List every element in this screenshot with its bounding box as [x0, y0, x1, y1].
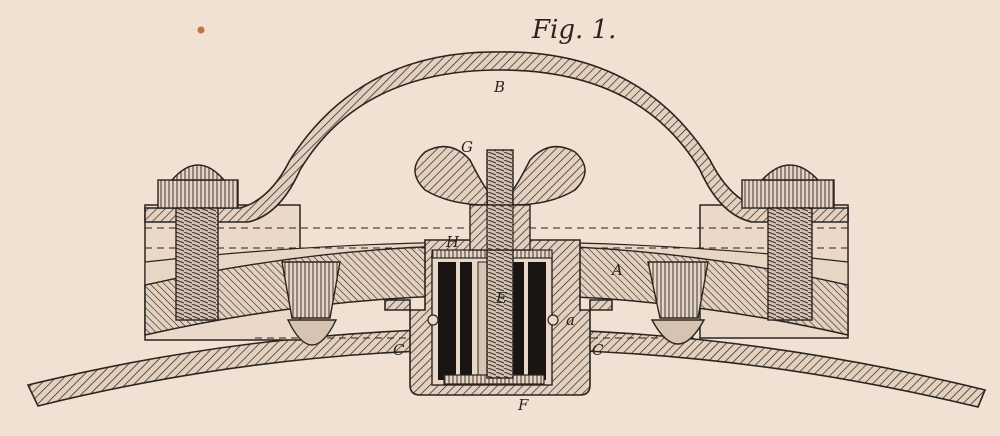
member-A-inner: [144, 241, 849, 286]
left-bolt: [157, 164, 239, 321]
notch-left: [427, 314, 439, 326]
label-C-left: C: [393, 341, 405, 359]
label-A: A: [610, 261, 623, 279]
label-E: E: [495, 289, 507, 307]
left-rivet: [281, 261, 341, 346]
label-C-right: C: [592, 341, 604, 359]
notch-right: [547, 314, 559, 326]
right-bolt: [741, 164, 835, 321]
label-H: H: [445, 233, 460, 251]
ink-spot: [197, 26, 205, 34]
figure-title: Fig. 1.: [531, 15, 616, 45]
label-a: a: [566, 311, 575, 329]
rim-band: [26, 327, 987, 408]
threaded-rod: [486, 149, 514, 379]
dome-B: [144, 51, 849, 223]
label-B: B: [493, 78, 505, 96]
label-F: F: [517, 396, 529, 414]
right-rivet: [647, 261, 709, 345]
label-G: G: [461, 138, 473, 156]
wing-nut-G: [414, 145, 586, 251]
